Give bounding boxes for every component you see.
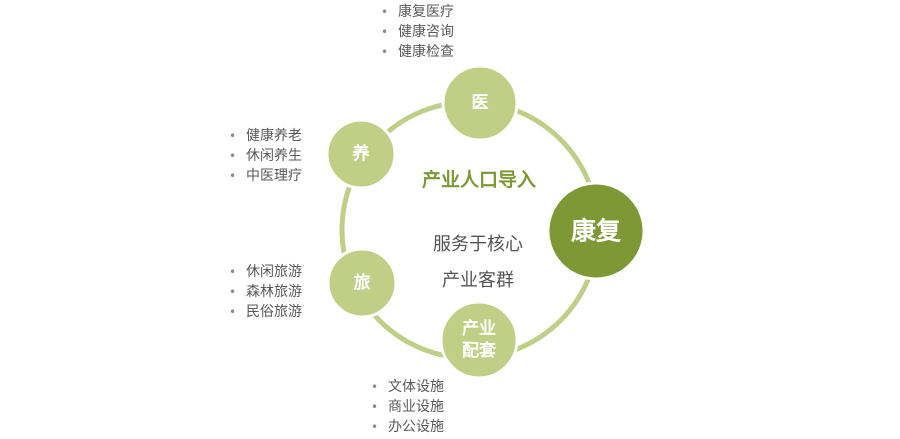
node-kangfu-circle <box>546 181 646 281</box>
list-item: 休闲旅游 <box>229 262 302 282</box>
node-kangfu: 康复 <box>546 181 646 281</box>
list-lv: 休闲旅游 森林旅游 民俗旅游 <box>229 262 302 322</box>
list-item: 休闲养生 <box>229 146 302 166</box>
node-peitao-label-line1: 产业 <box>462 318 496 339</box>
node-peitao-label-line2: 配套 <box>462 340 497 361</box>
node-yang: 养 <box>325 118 397 190</box>
list-yi: 康复医疗 健康咨询 健康检查 <box>381 2 454 62</box>
list-item: 健康检查 <box>381 42 454 62</box>
list-item: 康复医疗 <box>381 2 454 22</box>
node-yang-circle <box>325 118 397 190</box>
list-item: 健康咨询 <box>381 22 454 42</box>
list-item: 办公设施 <box>371 417 444 437</box>
node-yi-circle <box>441 64 519 142</box>
node-lv: 旅 <box>326 247 398 319</box>
node-yi: 医 <box>441 64 519 142</box>
list-item: 中医理疗 <box>229 166 302 186</box>
list-item: 民俗旅游 <box>229 302 302 322</box>
node-lv-circle <box>326 247 398 319</box>
node-peitao-circle <box>439 300 519 380</box>
list-item: 森林旅游 <box>229 282 302 302</box>
center-subtitle-line2: 产业客群 <box>442 270 514 291</box>
list-item: 商业设施 <box>371 397 444 417</box>
list-item: 文体设施 <box>371 377 444 397</box>
node-peitao: 产业 配套 <box>439 300 519 380</box>
node-yi-label: 医 <box>472 93 489 113</box>
list-yang: 健康养老 休闲养生 中医理疗 <box>229 126 302 186</box>
node-lv-label: 旅 <box>354 272 371 293</box>
list-peitao: 文体设施 商业设施 办公设施 <box>371 377 444 437</box>
list-item: 健康养老 <box>229 126 302 146</box>
center-subtitle-line1: 服务于核心 <box>433 234 523 255</box>
node-yang-label: 养 <box>352 143 371 164</box>
node-kangfu-label: 康复 <box>571 217 622 246</box>
center-title: 产业人口导入 <box>422 168 536 191</box>
